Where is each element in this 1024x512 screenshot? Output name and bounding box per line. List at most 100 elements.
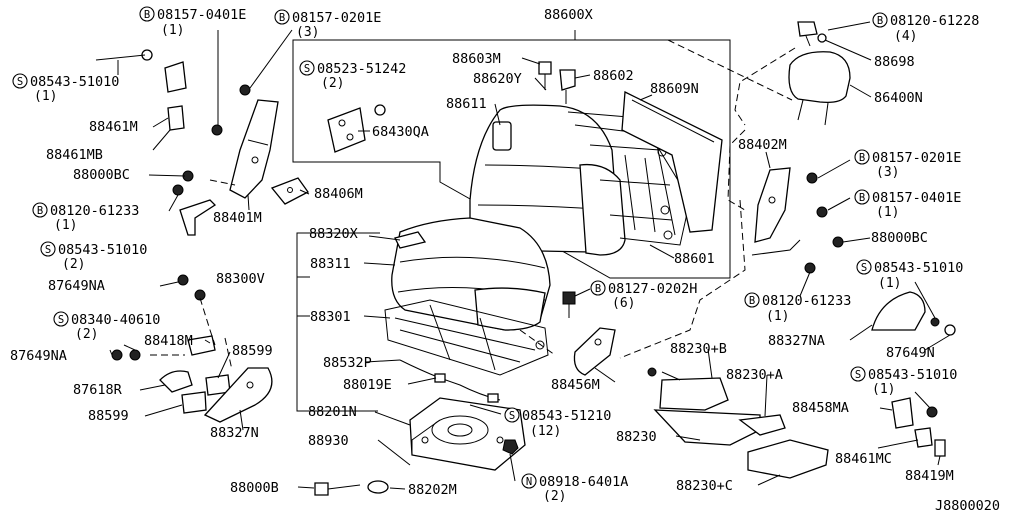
svg-text:B: B — [279, 12, 285, 24]
svg-text:S: S — [58, 314, 64, 326]
svg-text:S: S — [45, 244, 51, 256]
part-quantity: (1) — [161, 23, 184, 38]
seat-back-board-part — [621, 90, 723, 233]
bolt-type-badge: B — [854, 189, 870, 205]
label-08523-51242: S 08523-51242 (2) — [299, 60, 406, 91]
left-lower-parts — [111, 274, 273, 423]
screw-type-badge: S — [40, 241, 56, 257]
label-08157-0401E-left: B 08157-0401E (1) — [139, 6, 246, 38]
part-quantity: (1) — [766, 309, 789, 324]
part-label-88202M: 88202M — [408, 482, 457, 498]
part-quantity: (2) — [321, 76, 344, 91]
part-label-88602: 88602 — [593, 68, 634, 84]
right-lower-clips — [891, 397, 946, 457]
part-number: 08157-0201E — [872, 150, 961, 166]
part-quantity: (4) — [894, 29, 917, 44]
part-number: 08127-0202H — [608, 281, 697, 297]
part-number: 08120-61233 — [50, 203, 139, 219]
label-08157-0201E-right: B 08157-0201E (3) — [854, 149, 961, 180]
part-label-88320X: 88320X — [309, 226, 358, 242]
label-08543-51210: S 08543-51210 (12) — [504, 407, 611, 439]
part-number: 08157-0201E — [292, 10, 381, 26]
part-labels: B 08157-0401E (1) B 08157-0201E (3) 8860… — [10, 6, 1000, 512]
part-label-88600X: 88600X — [544, 7, 593, 23]
svg-text:B: B — [37, 205, 43, 217]
bolt-type-badge: B — [32, 202, 48, 218]
part-label-87649NA-top: 87649NA — [48, 278, 105, 294]
bolt-08127 — [562, 291, 576, 318]
part-label-88000BC-right: 88000BC — [871, 230, 928, 246]
dashed-guides — [150, 39, 796, 371]
part-label-68430QA: 68430QA — [372, 124, 429, 140]
bolt-type-badge: B — [854, 149, 870, 165]
headrest-part — [788, 51, 851, 126]
seat-adjuster-part — [409, 397, 526, 471]
part-number: 08157-0401E — [157, 7, 246, 23]
svg-text:B: B — [877, 15, 883, 27]
part-quantity: (1) — [876, 205, 899, 220]
label-08120-61233-right: B 08120-61233 (1) — [744, 292, 851, 324]
part-label-88230-A: 88230+A — [726, 367, 783, 383]
small-clips — [538, 61, 576, 104]
part-label-86400N: 86400N — [874, 90, 923, 106]
label-08543-51010-top: S 08543-51010 (1) — [12, 73, 119, 104]
plate-88406M — [270, 177, 309, 205]
clips-88461M — [141, 49, 187, 131]
part-label-88611: 88611 — [446, 96, 487, 112]
part-quantity: (3) — [296, 25, 319, 40]
part-quantity: (12) — [530, 424, 561, 439]
part-label-88599-bottom: 88599 — [88, 408, 129, 424]
part-label-88930: 88930 — [308, 433, 349, 449]
part-label-87649NA-bottom: 87649NA — [10, 348, 67, 364]
bolt-type-badge: B — [590, 280, 606, 296]
part-number: 08543-51010 — [30, 74, 119, 90]
nut-08918 — [502, 439, 519, 455]
svg-text:S: S — [861, 262, 867, 274]
part-number: 08120-61228 — [890, 13, 979, 29]
bolt-type-badge: B — [139, 6, 155, 22]
part-label-88327NA: 88327NA — [768, 333, 825, 349]
screw-type-badge: S — [53, 311, 69, 327]
screw-type-badge: S — [850, 366, 866, 382]
label-08127-0202H: B 08127-0202H (6) — [590, 280, 697, 311]
part-label-88461MC: 88461MC — [835, 451, 892, 467]
part-number: 08157-0401E — [872, 190, 961, 206]
nut-type-badge: N — [521, 473, 537, 489]
bolt-type-badge: B — [744, 292, 760, 308]
part-label-88201N: 88201N — [308, 404, 357, 420]
part-label-88300V: 88300V — [216, 271, 265, 287]
seat-back-assembly-box — [292, 30, 731, 279]
svg-text:S: S — [509, 410, 515, 422]
hinge-bracket-68430QA — [327, 104, 386, 153]
svg-text:B: B — [859, 152, 865, 164]
svg-text:B: B — [749, 295, 755, 307]
part-quantity: (1) — [872, 382, 895, 397]
svg-text:B: B — [144, 9, 150, 21]
part-label-88532P: 88532P — [323, 355, 372, 371]
wire-harness-part — [399, 359, 501, 403]
part-label-88418M: 88418M — [144, 333, 193, 349]
seat-cushion-part — [391, 217, 551, 331]
part-quantity: (2) — [62, 257, 85, 272]
part-label-88456M: 88456M — [551, 377, 600, 393]
part-quantity: (3) — [876, 165, 899, 180]
part-label-88327N: 88327N — [210, 425, 259, 441]
svg-text:S: S — [855, 369, 861, 381]
part-label-88401M: 88401M — [213, 210, 262, 226]
label-08157-0401E-right: B 08157-0401E (1) — [854, 189, 961, 220]
part-label-88603M: 88603M — [452, 51, 501, 67]
part-number: 08543-51010 — [58, 242, 147, 258]
part-quantity: (1) — [878, 276, 901, 291]
bolt-type-badge: B — [872, 12, 888, 28]
part-label-88230-C: 88230+C — [676, 478, 733, 494]
label-08120-61233-left: B 08120-61233 (1) — [32, 202, 139, 233]
part-label-88601: 88601 — [674, 251, 715, 267]
screw-type-badge: S — [856, 259, 872, 275]
svg-text:B: B — [595, 283, 601, 295]
part-number: 08543-51010 — [874, 260, 963, 276]
part-number: 08523-51242 — [317, 61, 406, 77]
part-label-88698: 88698 — [874, 54, 915, 70]
part-label-88019E: 88019E — [343, 377, 392, 393]
part-label-88599-top: 88599 — [232, 343, 273, 359]
hinge-88401M — [179, 84, 279, 236]
